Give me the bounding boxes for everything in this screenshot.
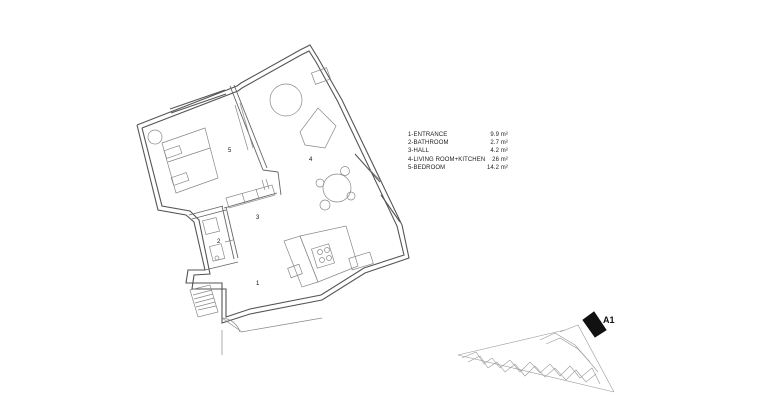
apartment-walls	[136, 44, 410, 324]
legend-row-living-kitchen: 4-LIVING ROOM+KITCHEN 26 m²	[408, 156, 508, 164]
legend-room-name: 3-HALL	[408, 148, 429, 155]
interior-walls	[188, 84, 282, 271]
unit-label: A1	[603, 315, 615, 325]
unit-a1-highlight	[582, 311, 607, 338]
legend-row-bedroom: 5-BEDROOM 14.2 m²	[408, 164, 508, 172]
legend-room-name: 1-ENTRANCE	[408, 132, 448, 138]
legend-row-bathroom: 2-BATHROOM 2.7 m²	[408, 139, 508, 147]
bathroom-fixtures	[202, 217, 234, 262]
legend-room-name: 4-LIVING ROOM+KITCHEN	[408, 156, 486, 163]
entrance-details	[189, 284, 323, 355]
bedroom-furniture	[147, 102, 254, 194]
room-number-4: 4	[309, 157, 313, 163]
legend-room-area: 9.9 m²	[490, 132, 508, 138]
legend-row-hall: 3-HALL 4.2 m²	[408, 147, 508, 155]
living-room-furniture	[269, 67, 381, 211]
room-number-1: 1	[256, 281, 260, 287]
legend-room-name: 5-BEDROOM	[408, 164, 446, 171]
legend-room-area: 2.7 m²	[490, 140, 508, 147]
hall-wardrobe	[225, 178, 276, 209]
legend-room-area: 14.2 m²	[486, 164, 508, 171]
legend-room-name: 2-BATHROOM	[408, 140, 449, 147]
legend-room-area: 4.2 m²	[490, 148, 508, 155]
room-area-legend: 1-ENTRANCE 9.9 m² 2-BATHROOM 2.7 m² 3-HA…	[408, 131, 508, 172]
room-number-5: 5	[228, 148, 232, 154]
legend-row-entrance: 1-ENTRANCE 9.9 m²	[408, 131, 508, 139]
kitchen-counter	[283, 225, 374, 288]
legend-room-area: 26 m²	[492, 156, 508, 163]
room-number-3: 3	[256, 215, 260, 221]
site-plan	[457, 324, 615, 393]
room-number-2: 2	[217, 239, 221, 245]
